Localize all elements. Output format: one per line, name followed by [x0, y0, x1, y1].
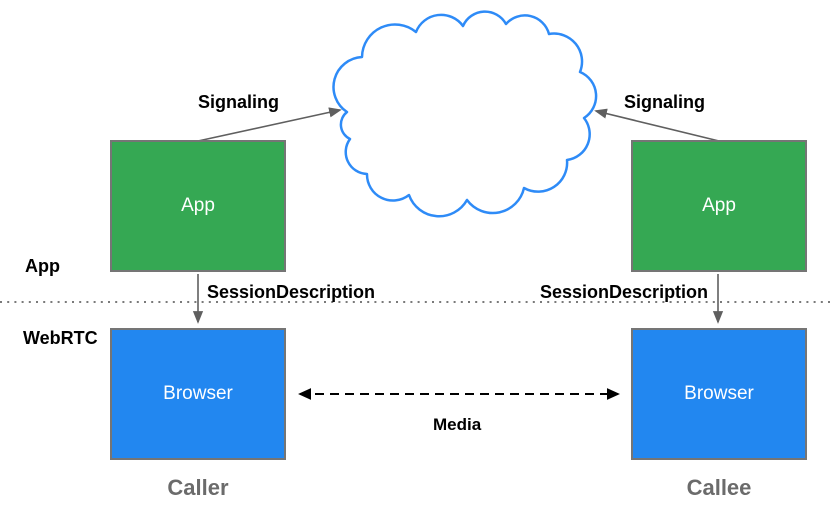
- caller-app-node: App: [110, 140, 286, 272]
- callee-browser-label: Browser: [684, 383, 754, 404]
- callee-app-label: App: [702, 195, 736, 216]
- session-description-label-left: SessionDescription: [207, 282, 376, 302]
- signaling-label-right: Signaling: [624, 92, 705, 112]
- caller-app-label: App: [181, 195, 215, 216]
- callee-app-node: App: [631, 140, 807, 272]
- signaling-label-left: Signaling: [198, 92, 279, 112]
- signaling-arrow-left: [197, 107, 342, 142]
- session-description-label-right: SessionDescription: [540, 282, 709, 302]
- caller-browser-label: Browser: [163, 383, 233, 404]
- callee-browser-node: Browser: [631, 328, 807, 460]
- media-label: Media: [433, 415, 482, 434]
- callee-caption: Callee: [686, 475, 752, 500]
- caller-caption: Caller: [167, 475, 229, 500]
- cloud-shape: [332, 10, 598, 218]
- app-layer-label: App: [25, 256, 60, 276]
- caller-browser-node: Browser: [110, 328, 286, 460]
- signaling-arrow-right: [594, 108, 720, 142]
- webrtc-layer-label: WebRTC: [23, 328, 98, 348]
